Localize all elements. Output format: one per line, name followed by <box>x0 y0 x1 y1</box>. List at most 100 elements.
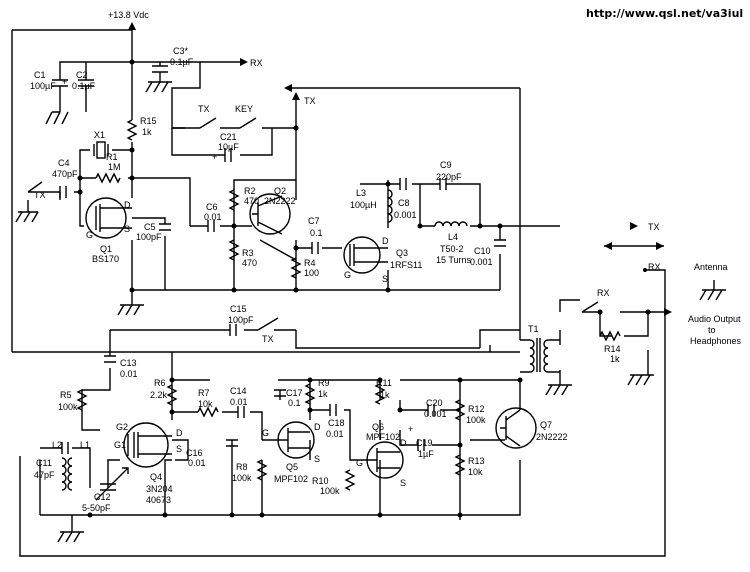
label-polarity: + <box>408 424 413 434</box>
signal-arrows <box>240 58 672 316</box>
label-pins-q5-1: D <box>314 422 321 432</box>
label-components-r15-0: R15 <box>140 116 157 126</box>
label-components-c6-0: C6 <box>206 202 218 212</box>
tx-output-label: TX <box>648 222 660 232</box>
label-components-c13-1: 0.01 <box>120 369 138 379</box>
label-polarity: + <box>212 152 217 162</box>
label-components-c3-1: 0.1µF <box>170 57 194 67</box>
label-components-r4-0: R4 <box>304 258 316 268</box>
label-components-r13-0: R13 <box>468 456 485 466</box>
transistor-symbols <box>85 193 537 479</box>
label-components-c2-0: C2 <box>76 70 88 80</box>
label-components-c12-1: 5-50pF <box>82 503 111 513</box>
key-label: KEY <box>235 104 253 114</box>
label-pins-q3-2: S <box>382 274 388 284</box>
label-components-c19-0: C19 <box>416 438 433 448</box>
label-components-r6-1: 2.2k <box>150 390 168 400</box>
rx-ant-label: RX <box>648 262 661 272</box>
label-components-r12-1: 100k <box>466 415 486 425</box>
label-pins-q4-1: G1 <box>114 440 126 450</box>
label-components-c5-1: 100pF <box>136 232 162 242</box>
label-components-l3-0: L3 <box>356 188 366 198</box>
label-components-r11-0: R11 <box>376 378 392 388</box>
tx-input-label: TX <box>34 190 46 200</box>
crystal-x1-icon <box>93 141 109 159</box>
label-components-c16-1: 0.01 <box>188 458 206 468</box>
label-components-q2-0: Q2 <box>274 186 286 196</box>
label-components-r5-1: 100k <box>58 402 78 412</box>
label-components-c10-0: C10 <box>474 246 491 256</box>
label-components-c4-1: 470pF <box>52 169 78 179</box>
label-components-c9-0: C9 <box>440 160 452 170</box>
source-url: http://www.qsl.net/va3iul <box>586 7 743 20</box>
label-components-c9-1: 220pF <box>436 172 462 182</box>
label-components-r13-1: 10k <box>468 467 483 477</box>
label-components-x1-0: X1 <box>94 130 105 140</box>
label-components-r2-0: R2 <box>244 186 256 196</box>
supply-label: +13.8 Vdc <box>108 10 149 20</box>
antenna-label: Antenna <box>694 262 728 272</box>
label-components-r1-1: 1M <box>108 162 121 172</box>
label-pins-q4-0: G2 <box>116 422 128 432</box>
label-components-c7-0: C7 <box>308 216 320 226</box>
audio-out-line2: to <box>708 325 716 335</box>
label-pins-q5-2: S <box>314 454 320 464</box>
label-components-l4-1: T50-2 <box>440 244 464 254</box>
label-components-c1-0: C1 <box>34 70 46 80</box>
supply-arrow-icon <box>128 22 136 30</box>
ground-symbols <box>15 81 726 543</box>
label-components-c3-0: C3* <box>173 46 189 56</box>
c12-plates <box>100 483 116 491</box>
label-pins-q6-0: D <box>400 438 407 448</box>
label-components-q6-1: MPF102 <box>366 432 400 442</box>
label-components-q5-0: Q5 <box>286 462 298 472</box>
label-components-c10-1: 0.001 <box>470 257 493 267</box>
label-components-c1-1: 100µF <box>30 81 56 91</box>
label-components-r9-1: 1k <box>318 389 328 399</box>
label-components-q1-0: Q1 <box>100 244 112 254</box>
label-components-r2-1: 470 <box>244 196 259 206</box>
label-components-r10-0: R10 <box>312 476 329 486</box>
label-components-r11-1: 1k <box>380 390 390 400</box>
resistor-symbols <box>76 119 621 491</box>
label-pins-q3-1: G <box>344 270 351 280</box>
label-components-q6-0: Q6 <box>372 422 384 432</box>
label-components-c16-0: C16 <box>186 448 203 458</box>
tx-switch-label: TX <box>198 104 210 114</box>
label-components-l4-2: 15 Turns <box>436 255 472 265</box>
label-components-q3-1: 1RFS11 <box>390 260 422 270</box>
label-components-t1-0: T1 <box>528 324 539 334</box>
label-components-r1-0: R1 <box>106 152 118 162</box>
label-pins-q1-1: G <box>86 230 93 240</box>
label-components-c14-1: 0.01 <box>230 397 248 407</box>
transformer-t1-icon <box>520 338 560 373</box>
label-components-c14-0: C14 <box>230 386 247 396</box>
label-pins-q4-2: D <box>176 428 183 438</box>
label-components-l4-0: L4 <box>448 232 458 242</box>
label-components-c7-1: 0.1 <box>310 228 323 238</box>
label-components-q7-1: 2N2222 <box>536 432 568 442</box>
label-components-q1-1: BS170 <box>92 254 119 264</box>
label-components-c18-0: C18 <box>328 418 345 428</box>
label-components-r8-0: R8 <box>236 462 248 472</box>
label-components-c12-0: C12 <box>94 492 111 502</box>
label-pins-q6-1: G <box>356 458 363 468</box>
label-components-q5-1: MPF102 <box>274 474 308 484</box>
label-pins-q1-2: S <box>124 224 130 234</box>
label-components-r15-1: 1k <box>142 127 152 137</box>
label-components-c11-1: 47pF <box>34 470 55 480</box>
label-components-c15-1: 100pF <box>228 315 254 325</box>
label-components-c17-1: 0.1 <box>288 398 301 408</box>
label-components-c21-1: 10µF <box>218 142 239 152</box>
junction-dots <box>77 59 651 518</box>
label-components-c11-0: C11 <box>36 458 52 468</box>
label-components-r4-1: 100 <box>304 268 319 278</box>
switch-symbols <box>27 117 599 313</box>
label-pins-q6-2: S <box>400 478 406 488</box>
label-components-q2-1: 2N2222 <box>264 196 296 206</box>
label-components-c8-1: 0.001 <box>394 210 417 220</box>
label-components-l1-0: L1 <box>80 440 90 450</box>
label-components-q4-0: Q4 <box>150 472 162 482</box>
audio-out-line3: Headphones <box>690 336 742 346</box>
